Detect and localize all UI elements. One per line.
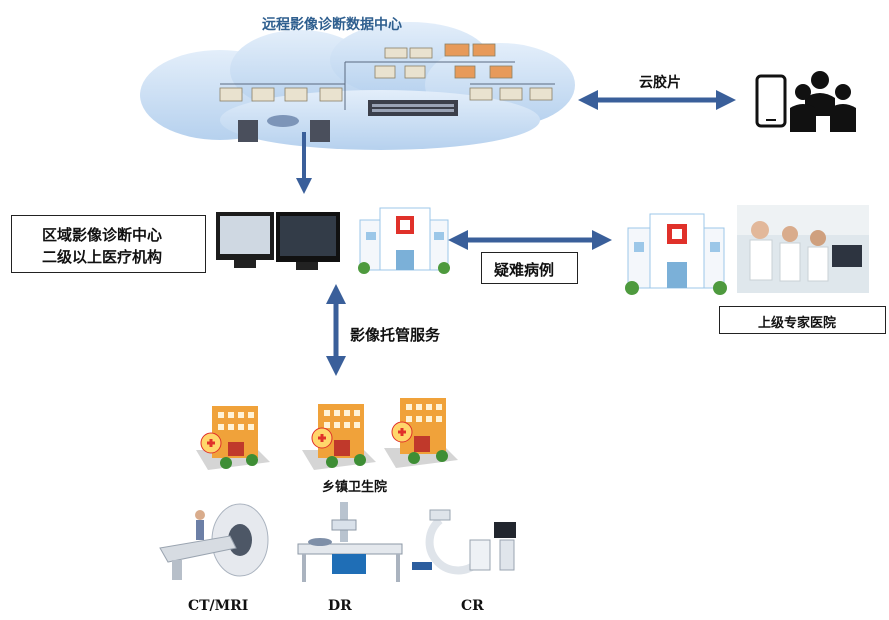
regional-center-line1: 区域影像诊断中心 (42, 226, 163, 244)
workstation-monitors (216, 212, 340, 270)
senior-hospital-label: 上级专家医院 (758, 316, 837, 331)
expert-photo (737, 205, 869, 293)
regional-center-line2: 二级以上医疗机构 (42, 248, 163, 266)
cloud-shape (140, 22, 575, 150)
regional-center-box: 区域影像诊断中心 二级以上医疗机构 (11, 215, 206, 273)
hosting-service-label: 影像托管服务 (350, 326, 441, 344)
network-lines (220, 61, 555, 110)
township-clinic-label: 乡镇卫生院 (322, 480, 388, 495)
people-icon (790, 71, 856, 132)
clinic-icon-1 (196, 406, 270, 470)
device-label-dr: DR (328, 598, 352, 614)
storage-icons (238, 115, 330, 142)
device-label-ct-mri: CT/MRI (188, 598, 249, 614)
phone-icon (755, 74, 787, 128)
hospital-icon-right (625, 213, 727, 295)
cr-device (412, 509, 516, 575)
switch-rack (368, 100, 458, 116)
device-label-cr: CR (461, 598, 484, 614)
cloud-film-label: 云胶片 (639, 75, 681, 91)
dr-device (297, 502, 403, 582)
ct-mri-device (159, 503, 269, 580)
data-center-title: 远程影像诊断数据中心 (262, 17, 402, 33)
hospital-icon-left (358, 207, 450, 274)
difficult-cases-label: 疑难病例 (494, 261, 555, 279)
senior-hospital-box: 上级专家医院 (719, 306, 886, 334)
clinic-icon-2 (302, 404, 376, 470)
difficult-cases-box: 疑难病例 (481, 252, 578, 284)
server-icons (219, 43, 553, 102)
clinic-icon-3 (384, 398, 458, 468)
